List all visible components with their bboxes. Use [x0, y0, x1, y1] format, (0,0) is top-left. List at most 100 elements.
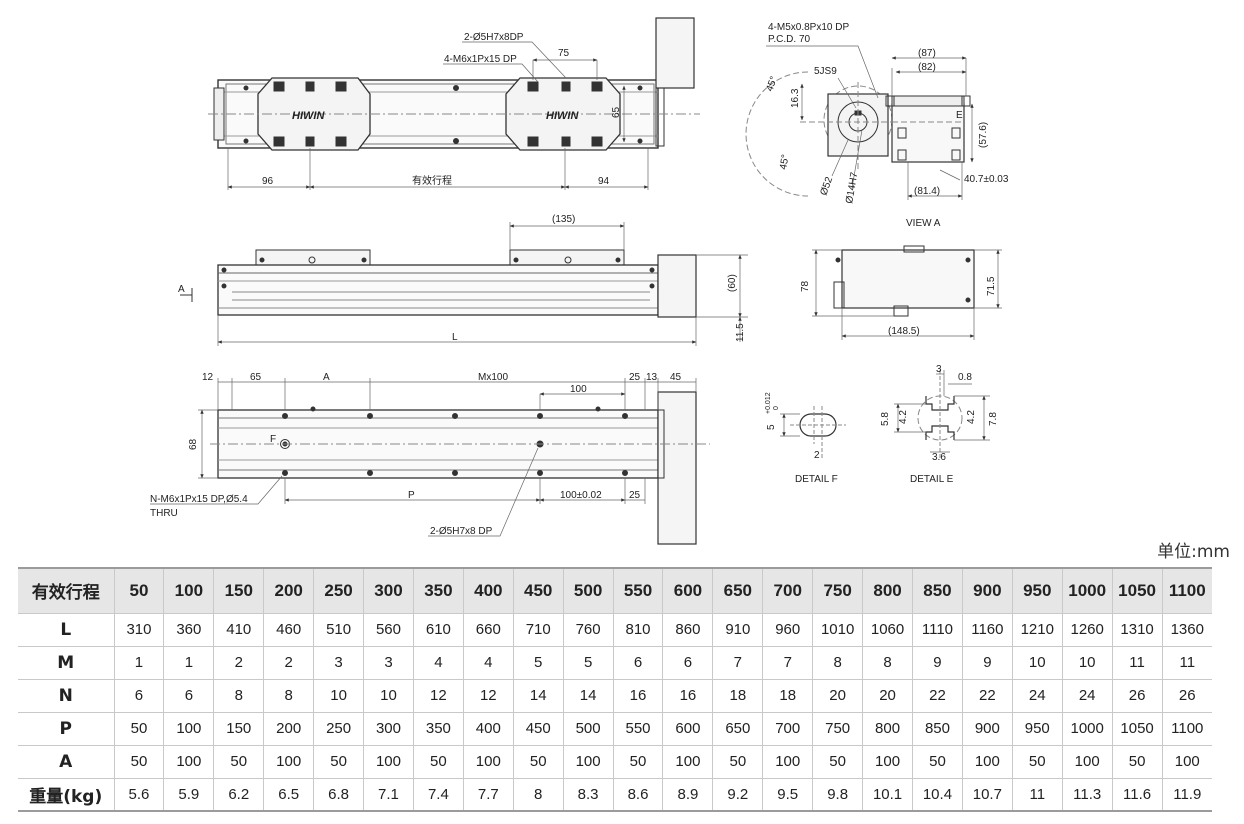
table-header-cell: 950: [1012, 567, 1063, 613]
table-cell: 600: [662, 712, 714, 745]
table-row-label: 重量(kg): [18, 778, 115, 811]
label-top-94: 94: [598, 176, 610, 187]
table-cell: 20: [862, 679, 913, 712]
label-va-title: VIEW A: [906, 218, 941, 229]
label-side-148-5: (148.5): [888, 326, 920, 337]
label-de-4-2b: 4.2: [966, 410, 977, 424]
label-bot-dowel: 2-Ø5H7x8 DP: [430, 526, 493, 537]
table-cell: 8: [812, 646, 864, 679]
table-cell: 6: [613, 646, 664, 679]
table-cell: 1010: [812, 613, 864, 646]
label-bot-100: 100: [570, 384, 587, 395]
label-va-tap: 4-M5x0.8Px10 DP: [768, 22, 849, 33]
table-cell: 50: [1012, 745, 1063, 778]
table-cell: 20: [812, 679, 864, 712]
label-de-5-8: 5.8: [880, 412, 891, 426]
table-cell: 200: [263, 712, 315, 745]
table-cell: 50: [313, 745, 365, 778]
table-header-cell: 100: [163, 567, 215, 613]
table-header-stroke: 有效行程: [18, 567, 115, 613]
table-cell: 12: [413, 679, 464, 712]
table-cell: 1160: [962, 613, 1013, 646]
label-va-16-3: 16.3: [790, 88, 801, 108]
label-bot-45: 45: [670, 372, 682, 383]
table-cell: 950: [1012, 712, 1063, 745]
table-cell: 100: [163, 745, 215, 778]
detail-e: [894, 370, 990, 460]
label-df-2: 2: [814, 450, 820, 461]
table-cell: 560: [363, 613, 414, 646]
table-cell: 610: [413, 613, 464, 646]
label-bot-13: 13: [646, 372, 658, 383]
label-bot-A: A: [323, 372, 330, 383]
label-df-tol: +0.012: [765, 392, 772, 414]
table-cell: 16: [662, 679, 714, 712]
table-cell: 1: [114, 646, 165, 679]
label-bot-P: P: [408, 490, 415, 501]
table-cell: 8: [263, 679, 315, 712]
table-cell: 860: [662, 613, 714, 646]
table-cell: 1210: [1012, 613, 1063, 646]
table-cell: 3: [313, 646, 365, 679]
table-cell: 3: [363, 646, 414, 679]
label-mid-60: (60): [727, 274, 738, 292]
table-cell: 100: [263, 745, 315, 778]
label-bot-25b: 25: [629, 490, 641, 501]
label-mid-11-5: 11.5: [735, 323, 746, 342]
table-cell: 6: [662, 646, 714, 679]
table-cell: 14: [513, 679, 564, 712]
label-va-E: E: [956, 110, 963, 121]
table-cell: 26: [1112, 679, 1163, 712]
table-cell: 360: [163, 613, 215, 646]
table-cell: 8: [213, 679, 265, 712]
label-top-96: 96: [262, 176, 274, 187]
table-cell: 8.6: [613, 778, 664, 811]
label-bot-68: 68: [188, 438, 199, 450]
table-cell: 50: [812, 745, 864, 778]
table-cell: 5: [563, 646, 614, 679]
label-de-3: 3: [936, 364, 942, 375]
table-header-cell: 700: [762, 567, 814, 613]
table-header-cell: 1000: [1062, 567, 1113, 613]
label-bot-100tol: 100±0.02: [560, 490, 602, 501]
table-header-cell: 900: [962, 567, 1013, 613]
table-row-label: M: [18, 646, 115, 679]
table-cell: 10.4: [912, 778, 963, 811]
table-cell: 660: [463, 613, 514, 646]
table-cell: 1260: [1062, 613, 1113, 646]
table-cell: 150: [213, 712, 265, 745]
table-cell: 100: [1062, 745, 1113, 778]
top-view: [208, 17, 700, 190]
label-mid-135: (135): [552, 214, 575, 225]
table-row-label: P: [18, 712, 115, 745]
table-cell: 11: [1179, 654, 1196, 671]
table-header-cell: 350: [413, 567, 464, 613]
table-cell: 1360: [1170, 621, 1204, 638]
table-cell: 100: [1174, 753, 1200, 770]
table-cell: 750: [812, 712, 864, 745]
table-cell: 960: [762, 613, 814, 646]
table-cell: 50: [1112, 745, 1163, 778]
label-va-5js9: 5JS9: [814, 66, 837, 77]
table-header-cell: 1100: [1162, 567, 1212, 613]
table-cell: 11: [1112, 646, 1163, 679]
table-cell: 8: [513, 778, 564, 811]
table-cell: 100: [163, 712, 215, 745]
label-va-57-6: (57.6): [978, 122, 989, 148]
table-header-cell: 750: [812, 567, 864, 613]
label-df-5: 5: [766, 424, 777, 430]
table-cell: 10: [1062, 646, 1113, 679]
table-cell: 650: [712, 712, 764, 745]
label-side-78: 78: [800, 280, 811, 292]
bottom-view: [150, 378, 710, 545]
view-a: [745, 45, 974, 200]
table-cell: 550: [613, 712, 664, 745]
unit-label: 单位:mm: [1157, 542, 1230, 562]
table-cell: 410: [213, 613, 265, 646]
table-cell: 800: [862, 712, 913, 745]
